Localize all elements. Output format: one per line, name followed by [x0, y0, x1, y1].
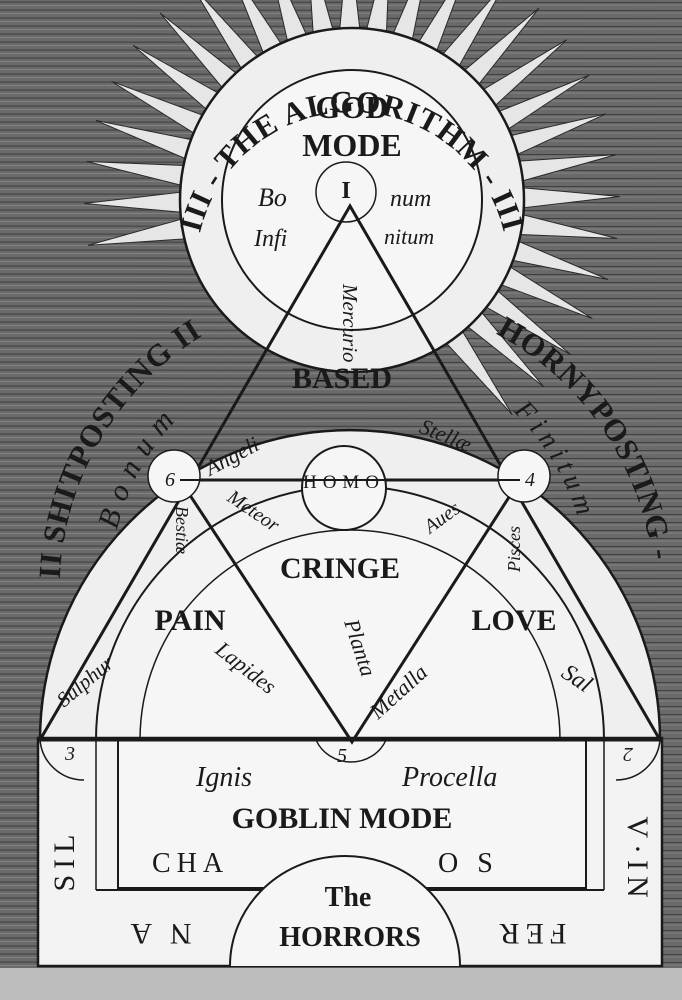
goblin-mode-label: GOBLIN MODE [232, 802, 453, 835]
chaos-right-label: O S [438, 848, 499, 879]
right-bottom-label: FER [493, 917, 566, 950]
five-corner-arc [315, 739, 387, 763]
ignis-label: Ignis [195, 762, 252, 793]
based-label: BASED [292, 362, 392, 395]
nitium-label: nitum [384, 224, 434, 249]
homo-label: HOMO [303, 472, 385, 493]
numeral-one: I [341, 178, 350, 204]
the-label: The [325, 882, 372, 913]
num-label: num [390, 186, 431, 212]
num-two: 2 [623, 743, 633, 765]
node-six [147, 449, 201, 503]
cringe-label: CRINGE [280, 552, 400, 585]
chaos-left-label: CHA [152, 848, 229, 879]
pisces-label: Pisces [504, 526, 524, 573]
right-side-label: V·IN [621, 816, 654, 903]
right-corner-arc [615, 739, 661, 781]
top-circle-inner [221, 69, 483, 331]
node-four [497, 449, 551, 503]
love-label: LOVE [471, 604, 556, 637]
bottom-border [0, 968, 682, 1000]
numeral-one-circle [315, 161, 377, 223]
num-six: 6 [165, 469, 175, 491]
num-four: 4 [525, 469, 535, 491]
horrors-arc [229, 855, 461, 967]
left-corner-arc [39, 739, 85, 781]
homo-circle [301, 445, 387, 531]
god-label: GOD [316, 89, 389, 125]
num-five: 5 [337, 745, 347, 767]
num-three: 3 [64, 743, 75, 765]
bo-label: Bo [258, 183, 287, 212]
bestiae-label: Bestiæ [172, 506, 192, 554]
horrors-label: HORRORS [279, 922, 421, 953]
left-bottom-label: N A [124, 917, 191, 950]
pain-label: PAIN [154, 604, 225, 637]
infi-label: Infi [253, 226, 287, 252]
left-side-label: SIL [48, 829, 81, 892]
mercurio-label: Mercurio [338, 283, 362, 363]
procella-label: Procella [401, 762, 497, 793]
mode-label: MODE [302, 127, 402, 163]
